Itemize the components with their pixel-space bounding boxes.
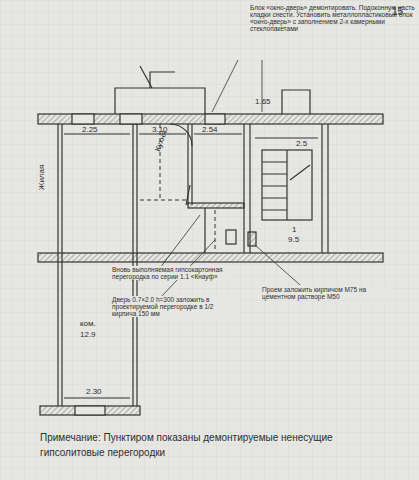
room-area: 9.5	[288, 236, 299, 245]
callout-note: Блок «окно-дверь» демонтировать. Подокон…	[250, 4, 415, 33]
dimension: 2.25	[82, 126, 98, 135]
callout-note: Вновь выполняемая гипсокартонная перегор…	[112, 266, 232, 280]
room-number: 1	[292, 226, 296, 235]
room-name: ком.	[80, 320, 96, 329]
dimension: 2.54	[202, 126, 218, 135]
dimension: 1.65	[255, 98, 271, 107]
callout-note: Дверь 0.7×2.0 h=300 заложить в проектиру…	[112, 296, 237, 317]
caption-note: Примечание: Пунктиром показаны демонтиру…	[40, 430, 385, 460]
room-area: 12.9	[80, 331, 96, 340]
callout-note: Проем заложить кирпичом М75 на цементном…	[262, 286, 392, 300]
dimension: 2.5	[296, 140, 307, 149]
dimension: 2.30	[86, 388, 102, 397]
room-name: Жилая	[38, 165, 47, 190]
